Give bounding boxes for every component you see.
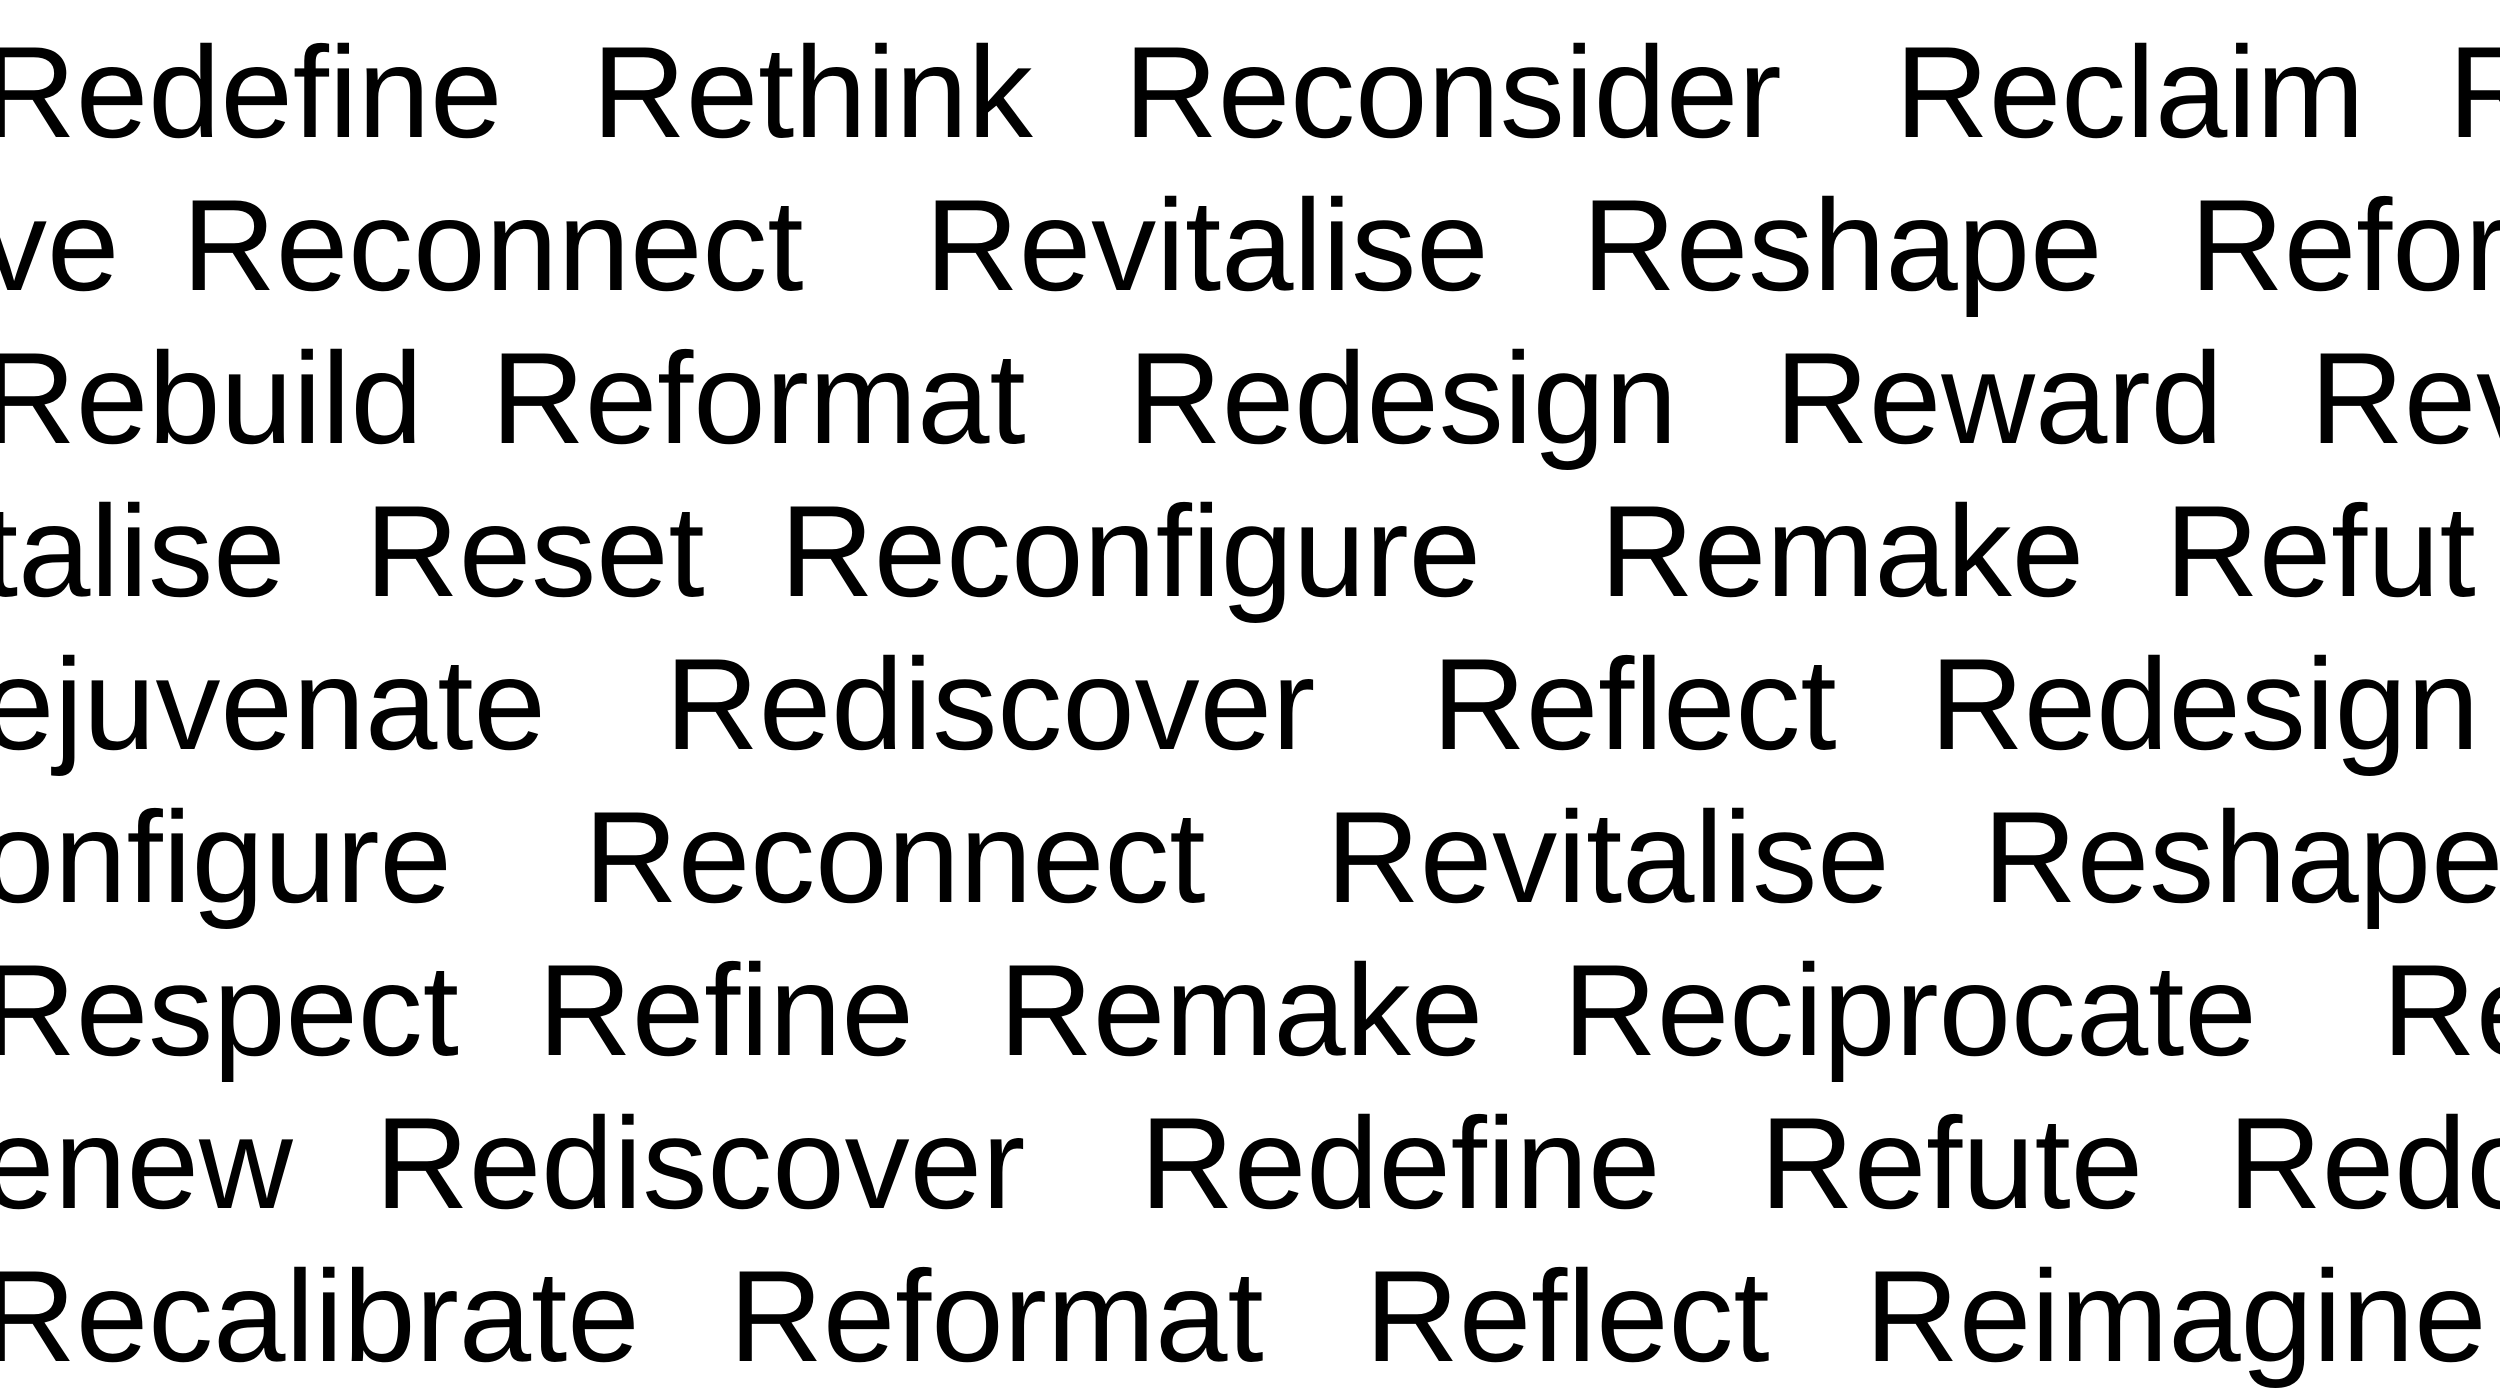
word: Refine — [538, 937, 914, 1083]
word: ejuvenate — [0, 631, 546, 777]
word: R — [2448, 19, 2500, 165]
word: Redefine — [0, 19, 503, 165]
word: Refut — [2165, 478, 2476, 624]
word: Revitalise — [925, 172, 1489, 318]
word: Respect — [0, 937, 459, 1083]
word: Redo — [2228, 1090, 2500, 1236]
word: Reconnect — [584, 784, 1206, 930]
word: Rediscover — [665, 631, 1316, 777]
word: Reconnect — [182, 172, 804, 318]
word: enew — [0, 1090, 293, 1236]
word: Remake — [1600, 478, 2085, 624]
word: Rediscover — [375, 1090, 1026, 1236]
word: Reformat — [729, 1243, 1264, 1389]
word: Rethink — [592, 19, 1033, 165]
word: Reflect — [1432, 631, 1837, 777]
word: Recalibrate — [0, 1243, 640, 1389]
word: ve — [0, 172, 120, 318]
word: Reconfigure — [780, 478, 1481, 624]
word: Refute — [1760, 1090, 2144, 1236]
word: Redefine — [1140, 1090, 1661, 1236]
word: Reset — [365, 478, 705, 624]
word: Reciprocate — [1563, 937, 2257, 1083]
word: Reward — [1775, 325, 2223, 471]
word: Reflect — [1365, 1243, 1770, 1389]
word: Rev — [2310, 325, 2500, 471]
word: Reshape — [1582, 172, 2103, 318]
word: onfigure — [0, 784, 452, 930]
word: Reimagine — [1865, 1243, 2487, 1389]
word: Redesign — [1930, 631, 2480, 777]
word: Rebuild — [0, 325, 423, 471]
word: Remake — [999, 937, 1484, 1083]
word: Redesign — [1128, 325, 1678, 471]
word: talise — [0, 478, 286, 624]
word: Reformat — [491, 325, 1026, 471]
word: Reconsider — [1124, 19, 1782, 165]
word: Revitalise — [1326, 784, 1890, 930]
word: Reclaim — [1895, 19, 2365, 165]
word: Refor — [2190, 172, 2500, 318]
word: Reshape — [1983, 784, 2500, 930]
word: Re — [2382, 937, 2500, 1083]
